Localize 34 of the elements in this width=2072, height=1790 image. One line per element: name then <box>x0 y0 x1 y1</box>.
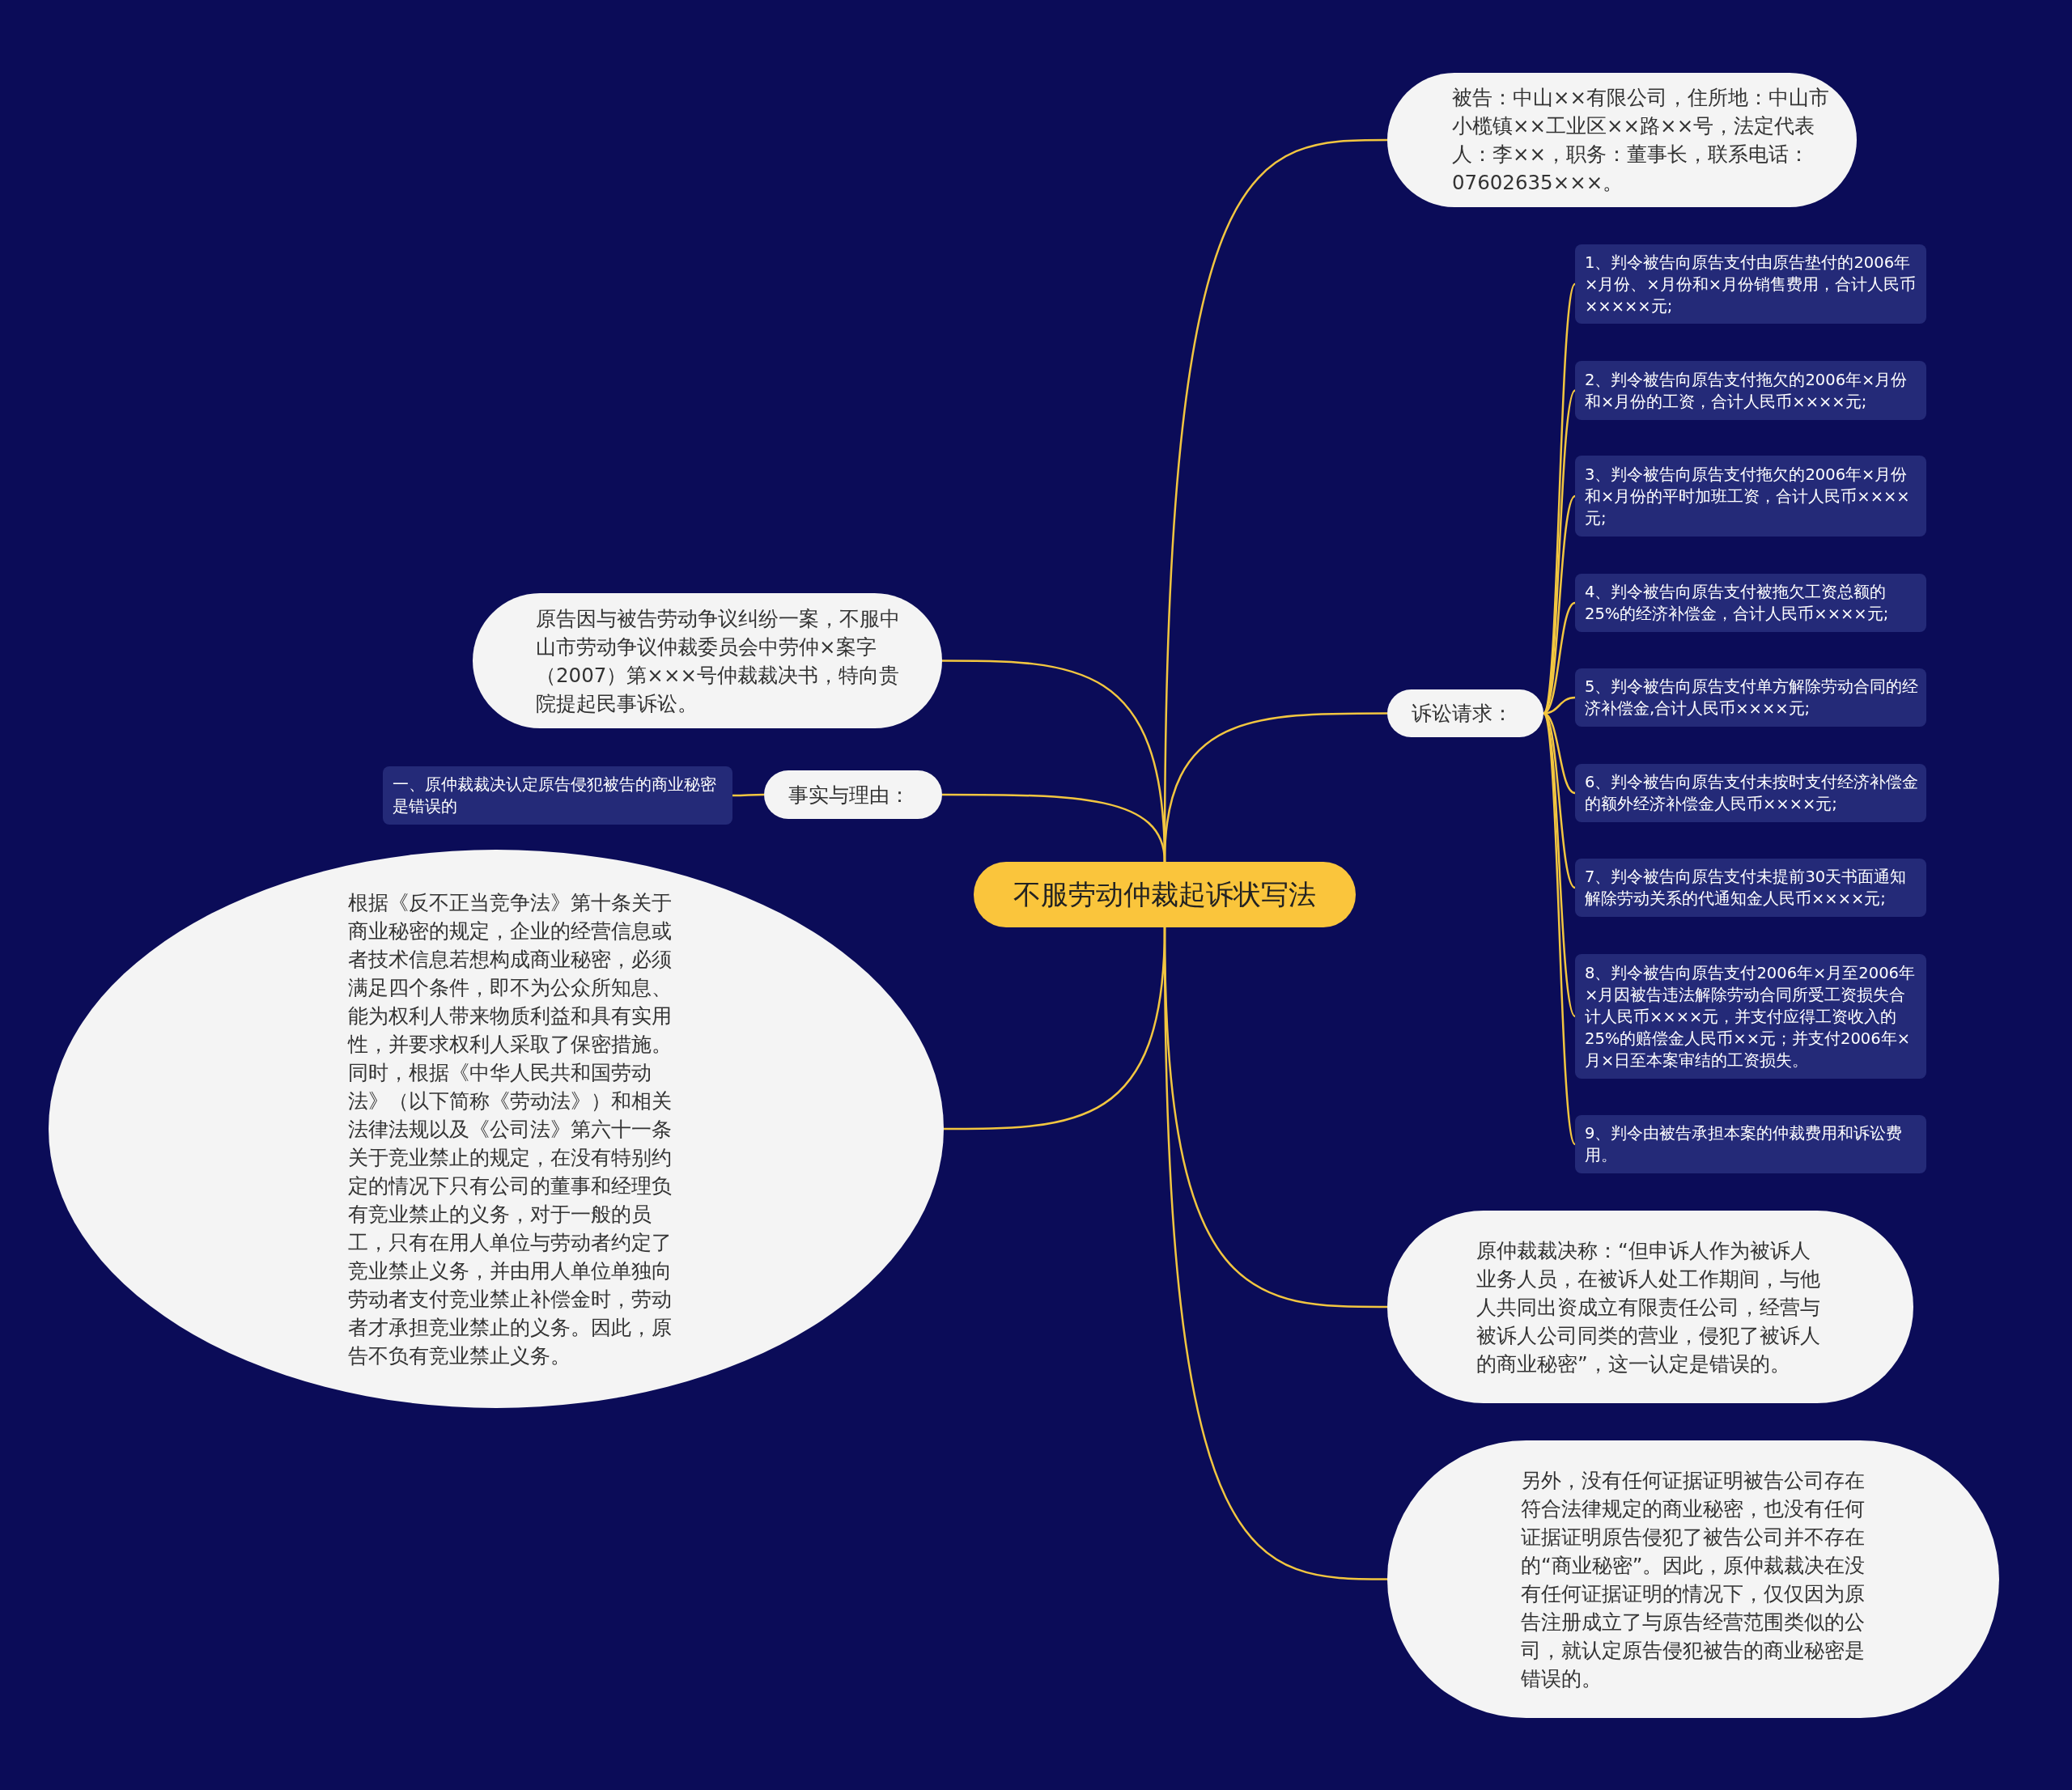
item-text: 9、判令由被告承担本案的仲裁费用和诉讼费用。 <box>1585 1123 1904 1166</box>
item-card <box>1575 244 1926 324</box>
item-text: 3、判令被告向原告支付拖欠的2006年×月份和×月份的平时加班工资，合计人民币××××元; <box>1585 464 1911 529</box>
bubble-text: 根据《反不正当竞争法》第十条关于商业秘密的规定，企业的经营信息或者技术信息若想构成商业秘密，必须满足四个条件，即不为公众所知息、能为权利人带来物质利益和具有实用性，并要求权利人采取了保密措施。同时，根据《中华人民共和国劳动法》（以下简称《劳动法》）和相关法律法规以及《公司法》第六十一条关于竞业禁止的规定，在没有特别约定的情况下只有公司的董事和经理负有竞业禁止的义务，对于一般的员工，只有在用人单位与劳动者约定了竞业禁止义务，并由用人单位单独向劳动者支付竞业禁止补偿金时，劳动者才承担竞业禁止的义务。因此，原告不负有竞业禁止义务。 <box>348 889 673 1369</box>
item-card <box>1575 456 1926 537</box>
connector-line <box>1163 927 1387 1580</box>
item-text: 4、判令被告向原告支付被拖欠工资总额的25%的经济补偿金，合计人民币××××元; <box>1585 582 1890 625</box>
bubble-text: 诉讼请求： <box>1412 701 1514 727</box>
item-text: 1、判令被告向原告支付由原告垫付的2006年×月份、×月份和×月份销售费用，合计人民币×××××元; <box>1585 252 1917 317</box>
topic-bubble <box>764 770 942 819</box>
item-card <box>1575 859 1926 917</box>
item-card <box>1575 1115 1926 1173</box>
bubble-text: 另外，没有任何证据证明被告公司存在符合法律规定的商业秘密，也没有任何证据证明原告侵犯了被告公司并不存在的“商业秘密”。因此，原仲裁裁决在没有任何证据证明的情况下，仅仅因为原告注册成立了与原告经营范围类似的公司，就认定原告侵犯被告的商业秘密是错误的。 <box>1521 1467 1866 1692</box>
connector-line <box>1542 713 1577 1145</box>
item-text: 一、原仲裁裁决认定原告侵犯被告的商业秘密是错误的 <box>393 774 717 817</box>
connector-line <box>942 793 1166 863</box>
central-topic-text: 不服劳动仲裁起诉状写法 <box>1013 876 1316 912</box>
connector-line <box>732 793 764 797</box>
bubble-text: 原告因与被告劳动争议纠纷一案，不服中山市劳动争议仲裁委员会中劳仲×案字（2007）第×××号仲裁裁决书，特向贵院提起民事诉讼。 <box>536 605 900 717</box>
item-text: 8、判令被告向原告支付2006年×月至2006年×月因被告违法解除劳动合同所受工资损失合计人民币××××元，并支付应得工资收入的25%的赔偿金人民币××元；并支付2006年×月×日至本案审结的工资损失。 <box>1585 962 1916 1071</box>
connector-line <box>1542 283 1577 714</box>
item-text: 2、判令被告向原告支付拖欠的2006年×月份和×月份的工资，合计人民币××××元; <box>1585 369 1909 413</box>
item-text: 6、判令被告向原告支付未按时支付经济补偿金的额外经济补偿金人民币××××元; <box>1585 772 1920 815</box>
item-text: 5、判令被告向原告支付单方解除劳动合同的经济补偿金,合计人民币××××元; <box>1585 677 1920 719</box>
item-card <box>1575 764 1926 822</box>
bubble-text: 被告：中山××有限公司，住所地：中山市小榄镇××工业区××路××号，法定代表人：李××，职务：董事长，联系电话：07602635×××。 <box>1452 85 1831 196</box>
item-card <box>1575 668 1926 727</box>
bubble-text: 原仲裁裁决称：“但申诉人作为被诉人业务人员，在被诉人处工作期间，与他人共同出资成立有限责任公司，经营与被诉人公司同类的营业，侵犯了被诉人的商业秘密”，这一认定是错误的。 <box>1476 1237 1821 1377</box>
item-text: 7、判令被告向原告支付未提前30天书面通知解除劳动关系的代通知金人民币××××元; <box>1585 867 1908 910</box>
item-card <box>1575 954 1926 1079</box>
item-card <box>1575 574 1926 632</box>
bubble-text: 事实与理由： <box>788 782 911 808</box>
item-card <box>383 766 732 825</box>
item-card <box>1575 361 1926 420</box>
